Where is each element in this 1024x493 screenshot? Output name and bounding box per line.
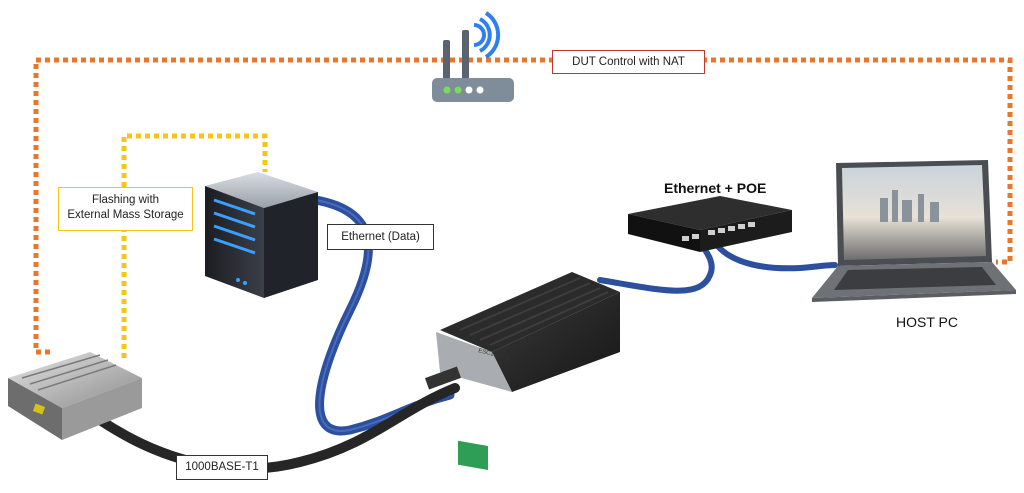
- ethernet-data-text: Ethernet (Data): [341, 231, 420, 243]
- ethernet-data-label: Ethernet (Data): [327, 224, 434, 250]
- dut-control-text: DUT Control with NAT: [572, 56, 685, 68]
- server-tower-icon: [205, 172, 318, 298]
- ethernet-poe-label: Ethernet + POE: [664, 180, 767, 196]
- flashing-label: Flashing with External Mass Storage: [58, 187, 193, 231]
- dut-control-link: [33, 57, 1013, 355]
- base-t1-text: 1000BASE-T1: [185, 461, 259, 473]
- ecu-module-icon: [8, 352, 142, 440]
- poe-cable: [597, 237, 715, 294]
- base-t1-label: 1000BASE-T1: [176, 455, 268, 480]
- flashing-text-line1: Flashing with: [91, 194, 160, 206]
- base-t1-cable: [95, 383, 460, 474]
- laptop-icon: [812, 160, 1016, 302]
- host-cable: [709, 235, 838, 272]
- network-switch-icon: [628, 196, 792, 252]
- host-pc-label: HOST PC: [896, 314, 958, 330]
- media-converter-icon: [424, 272, 620, 471]
- flashing-text-line2: External Mass Storage: [67, 209, 184, 221]
- dut-control-label: DUT Control with NAT: [552, 50, 705, 74]
- wifi-router-icon: [432, 11, 514, 102]
- flashing-link: [121, 133, 268, 358]
